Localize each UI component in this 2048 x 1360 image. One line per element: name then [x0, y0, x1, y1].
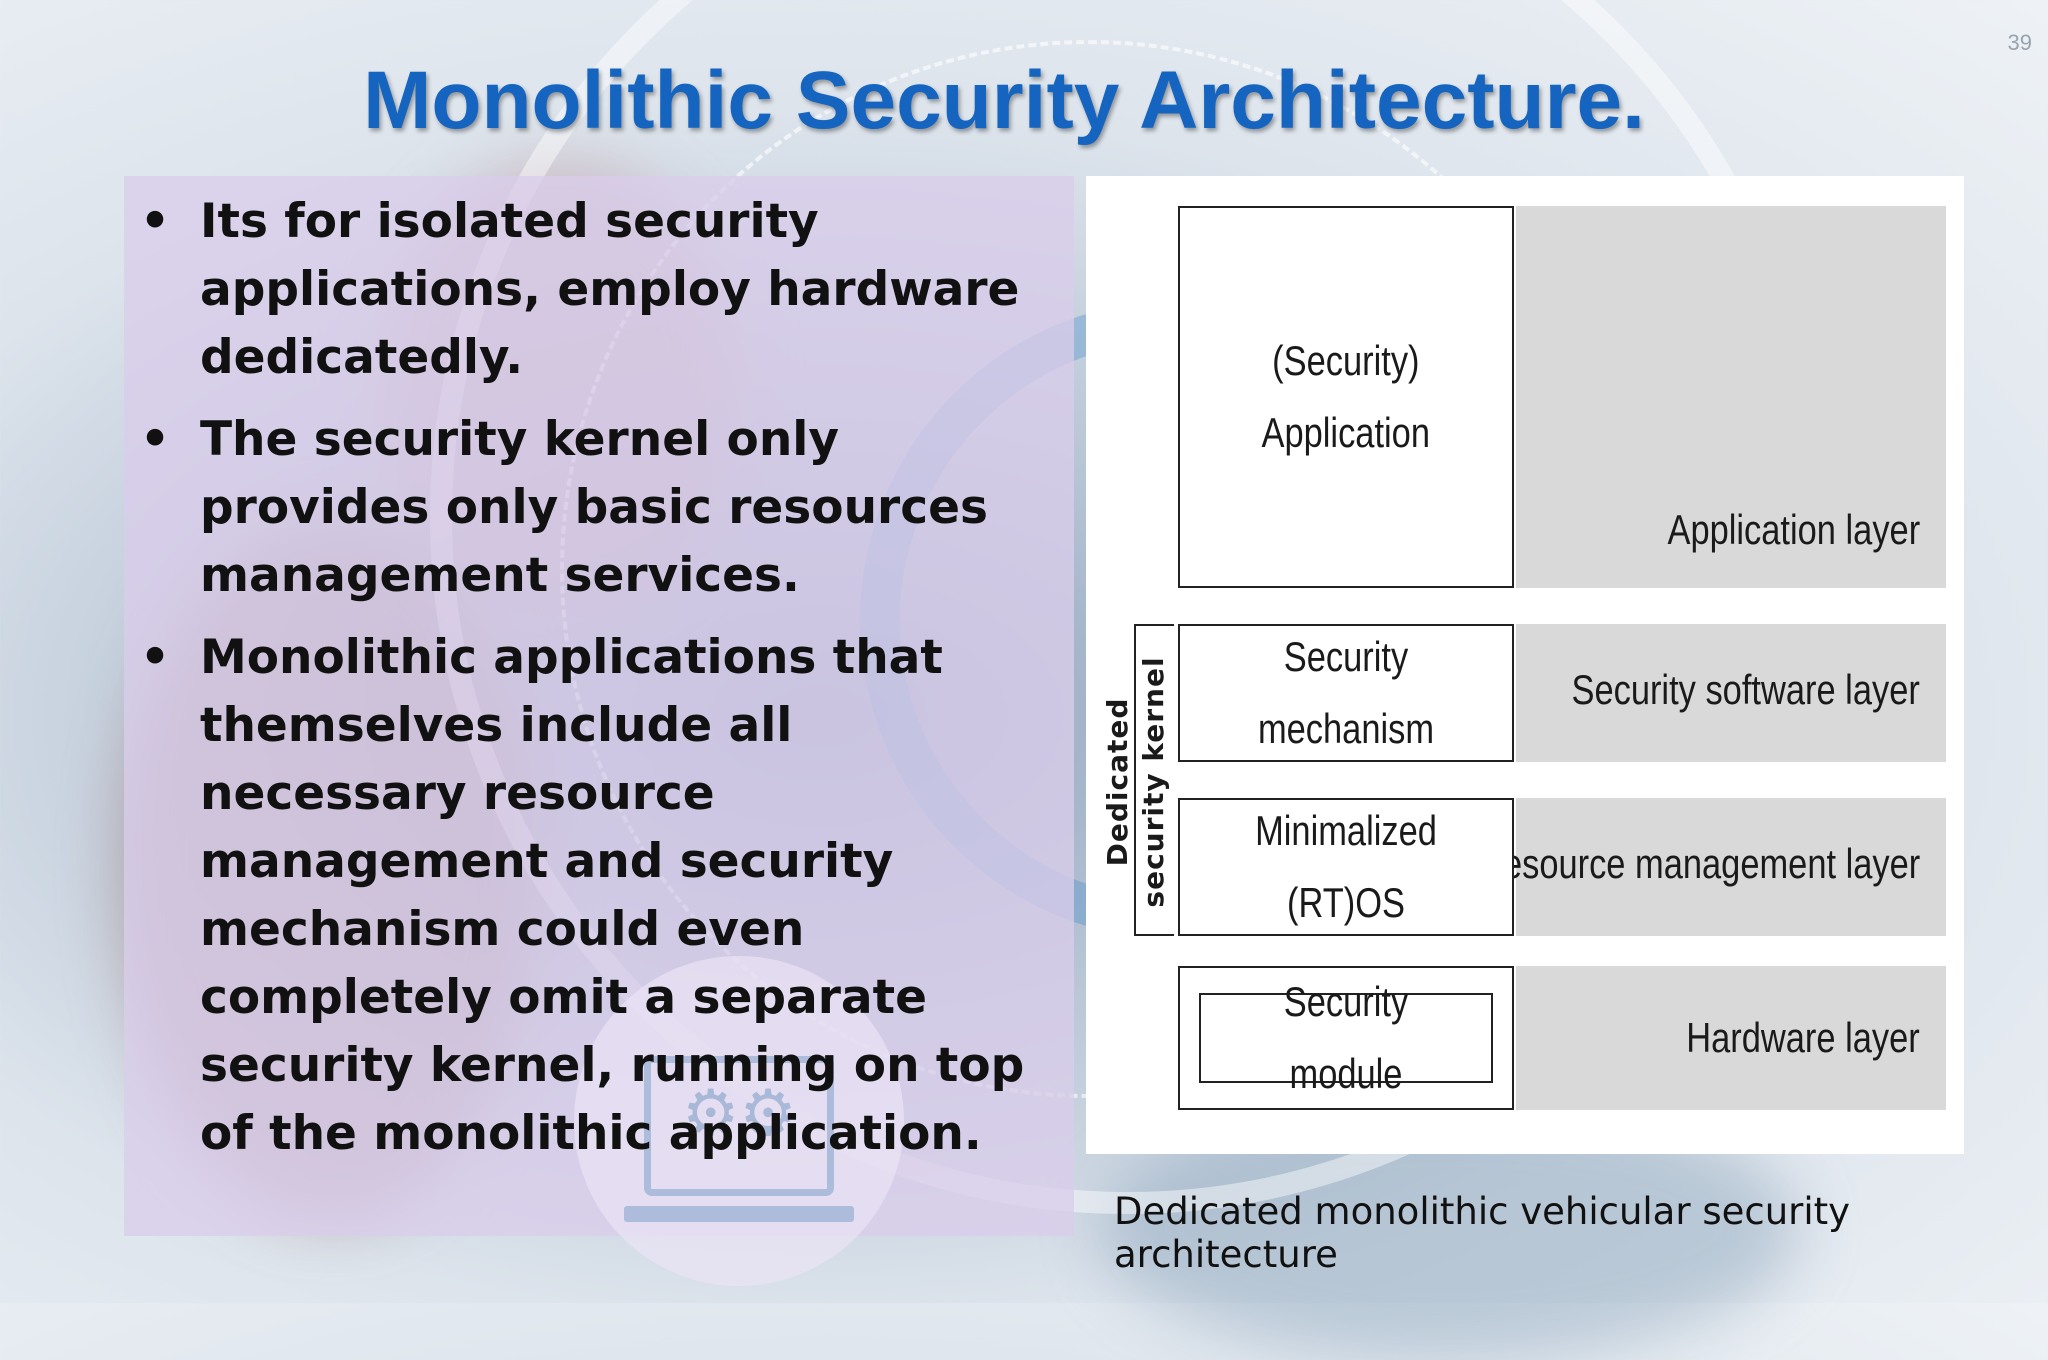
kernel-label-line2: security kernel — [1137, 656, 1170, 908]
bullet-list: • Its for isolated security applications… — [138, 188, 1068, 1182]
bullet-item: • The security kernel only provides only… — [138, 406, 1068, 610]
diagram-caption: Dedicated monolithic vehicular security … — [1114, 1190, 1851, 1276]
hardware-layer-label: Hardware layer — [1686, 1014, 1920, 1061]
resource-management-layer: Resource management layer — [1478, 798, 1946, 936]
bullet-symbol: • — [140, 630, 171, 685]
laptop-icon — [644, 1056, 834, 1196]
bullet-symbol: • — [140, 194, 171, 249]
rtos-label: Minimalized (RT)OS — [1255, 807, 1437, 926]
application-layer: Application layer — [1516, 206, 1946, 588]
page-number: 39 — [2007, 30, 2032, 55]
kernel-bracket — [1134, 624, 1174, 936]
app-box-line2: Application — [1261, 409, 1431, 456]
bullet-item: • Its for isolated security applications… — [138, 188, 1068, 392]
bullet-text: Its for isolated security applications, … — [200, 194, 1020, 385]
bullet-text: The security kernel only provides only b… — [200, 412, 988, 603]
kernel-label-line1: Dedicated — [1101, 697, 1134, 867]
hardware-layer: Hardware layer — [1516, 966, 1946, 1110]
security-module-box: Security module — [1199, 978, 1493, 1097]
security-application-box: (Security) Application — [1178, 206, 1514, 588]
bullet-symbol: • — [140, 412, 171, 467]
security-mechanism-box: Security mechanism — [1178, 624, 1514, 762]
security-module-label: Security module — [1283, 978, 1409, 1097]
application-layer-label: Application layer — [1667, 506, 1920, 553]
bullet-text: Monolithic applications that themselves … — [200, 630, 1025, 1161]
illustration-circle — [574, 956, 904, 1286]
security-software-layer: Security software layer — [1516, 624, 1946, 762]
security-mechanism-label: Security mechanism — [1257, 633, 1435, 752]
architecture-diagram: Application layer Security software laye… — [1086, 176, 1964, 1154]
hardware-outer-box: Security module — [1178, 966, 1514, 1110]
laptop-base-icon — [624, 1206, 854, 1222]
kernel-label-text: Dedicated security kernel — [1100, 656, 1172, 907]
resource-management-layer-label: Resource management layer — [1477, 840, 1920, 887]
gears-icon: ⚙⚙ — [682, 1077, 797, 1149]
security-software-layer-label: Security software layer — [1571, 666, 1920, 713]
slide-title: Monolithic Security Architecture. — [363, 55, 1645, 146]
bullet-item: • Monolithic applications that themselve… — [138, 624, 1068, 1168]
text-panel: ⚙⚙ — [124, 176, 1074, 1286]
app-box-line1: (Security) — [1272, 337, 1420, 384]
minimalized-rtos-box: Minimalized (RT)OS — [1178, 798, 1514, 936]
